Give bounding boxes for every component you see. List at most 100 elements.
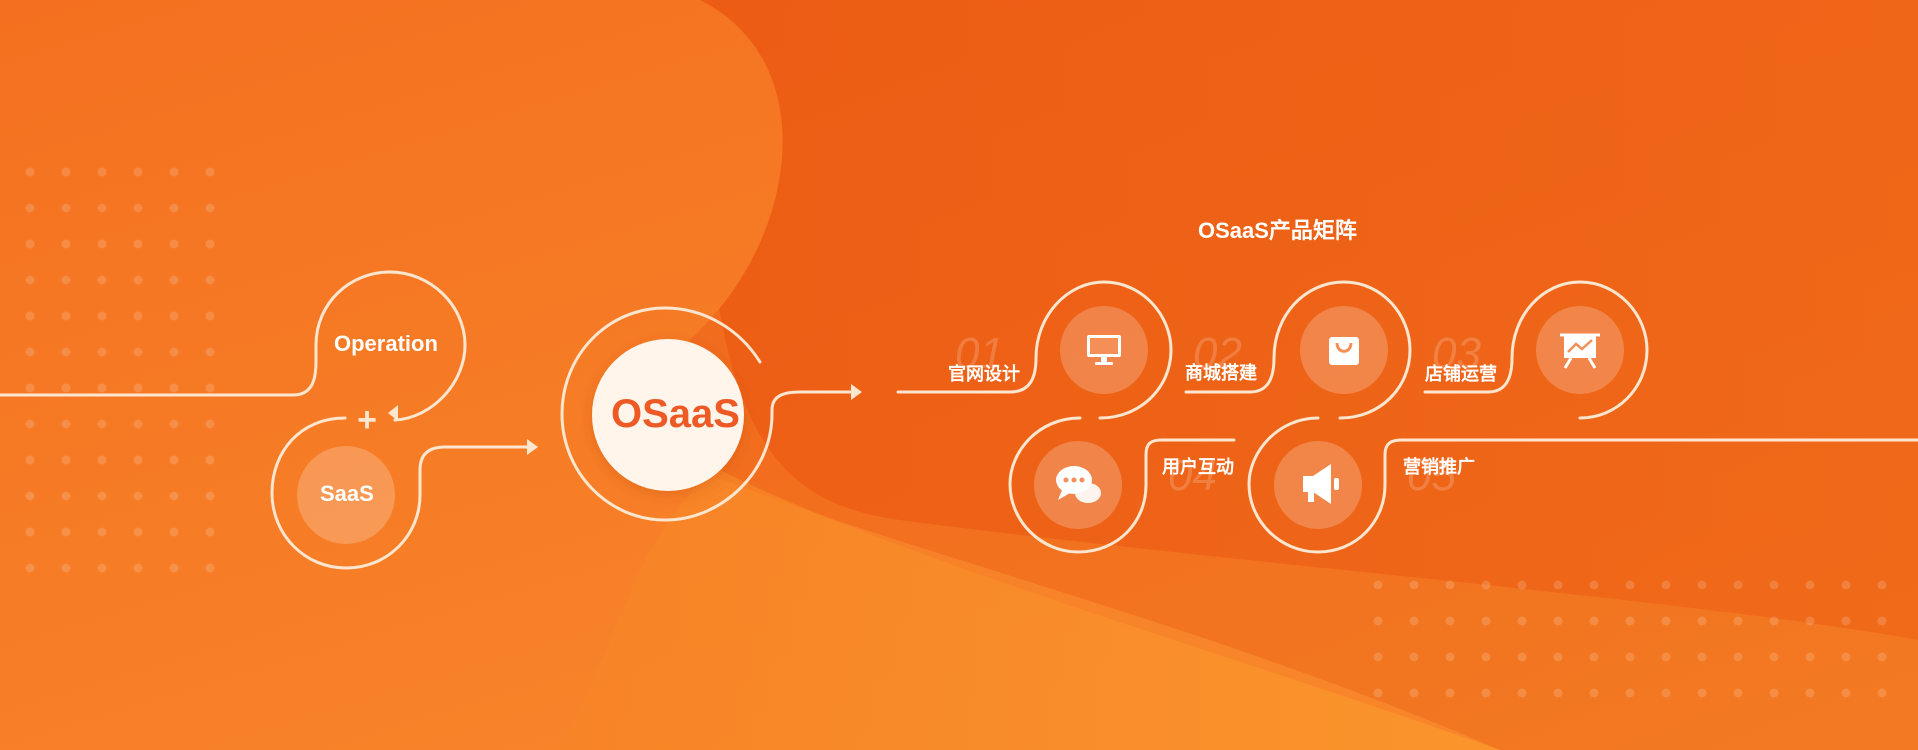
osaas-logo-text: OSaaS (611, 392, 740, 436)
dot (1373, 652, 1383, 662)
osaas-logo-circle (592, 339, 744, 491)
megaphone-icon (1303, 464, 1339, 504)
dot (61, 347, 71, 357)
dot (1481, 580, 1491, 590)
dot (133, 167, 143, 177)
dot (205, 275, 215, 285)
dot (1589, 580, 1599, 590)
dot (133, 275, 143, 285)
product-label-03[interactable]: 店铺运营 (1425, 364, 1497, 384)
dot (97, 527, 107, 537)
dot (133, 239, 143, 249)
product-label-01[interactable]: 官网设计 (948, 364, 1020, 384)
dot (1841, 652, 1851, 662)
dot (1373, 580, 1383, 590)
dot (205, 167, 215, 177)
dot (169, 419, 179, 429)
dot (1877, 616, 1887, 626)
dot (1661, 652, 1671, 662)
dot (133, 383, 143, 393)
dot (169, 383, 179, 393)
matrix-line-bottom1 (1008, 416, 1236, 554)
arrow-head-to-matrix (851, 384, 862, 400)
dot (1625, 580, 1635, 590)
dot (25, 347, 35, 357)
dot (1445, 652, 1455, 662)
bottom-blob (560, 470, 1500, 750)
product-number-05: 05 (1407, 451, 1456, 500)
dot (61, 383, 71, 393)
dot (205, 563, 215, 573)
dot (169, 239, 179, 249)
dot (1805, 616, 1815, 626)
dot (1733, 580, 1743, 590)
dot (133, 455, 143, 465)
product-label-04[interactable]: 用户互动 (1162, 457, 1234, 477)
dot (205, 527, 215, 537)
dot (1589, 616, 1599, 626)
dot (1841, 580, 1851, 590)
dot (25, 203, 35, 213)
monitor-icon (1087, 335, 1121, 365)
dot (61, 275, 71, 285)
dot (25, 563, 35, 573)
dot-grid-right (1373, 580, 1887, 698)
dot (61, 239, 71, 249)
product-number-03: 03 (1432, 329, 1481, 378)
dot (205, 455, 215, 465)
dot (133, 311, 143, 321)
product-number-01: 01 (955, 329, 1004, 378)
dot (1625, 688, 1635, 698)
dot (1769, 580, 1779, 590)
intro-line (0, 270, 467, 422)
dot (1517, 652, 1527, 662)
dot (1373, 688, 1383, 698)
dot (97, 419, 107, 429)
osaas-ring (560, 306, 852, 522)
dot (1733, 652, 1743, 662)
dot (1877, 688, 1887, 698)
product-label-05[interactable]: 营销推广 (1403, 457, 1475, 477)
dot (1445, 688, 1455, 698)
dot (1697, 688, 1707, 698)
dot (97, 167, 107, 177)
product-label-02[interactable]: 商城搭建 (1185, 363, 1257, 383)
dot (61, 527, 71, 537)
dot (205, 491, 215, 501)
dot (61, 455, 71, 465)
dot (1769, 616, 1779, 626)
matrix-line-mid2 (1423, 280, 1649, 420)
dot (169, 527, 179, 537)
matrix-line-top (896, 280, 1173, 420)
dot (205, 419, 215, 429)
dot (61, 419, 71, 429)
dot (1517, 688, 1527, 698)
dot (1841, 688, 1851, 698)
dot (1553, 616, 1563, 626)
matrix-title: OSaaS产品矩阵 (1198, 218, 1357, 243)
dot (169, 455, 179, 465)
dot (133, 563, 143, 573)
dot (1517, 580, 1527, 590)
dot (1877, 652, 1887, 662)
dot (1409, 580, 1419, 590)
dot (1697, 652, 1707, 662)
dot (1733, 688, 1743, 698)
dot (1481, 688, 1491, 698)
dot (25, 419, 35, 429)
dot (25, 239, 35, 249)
dot (169, 311, 179, 321)
dot (97, 203, 107, 213)
saas-label: SaaS (320, 481, 374, 506)
dot (1445, 616, 1455, 626)
dot (205, 383, 215, 393)
dot (169, 563, 179, 573)
plus-sign: + (357, 401, 377, 439)
dot (1805, 688, 1815, 698)
dot (133, 527, 143, 537)
dot (1697, 616, 1707, 626)
dot (205, 203, 215, 213)
dot (1553, 688, 1563, 698)
dot (1589, 688, 1599, 698)
dot (1769, 688, 1779, 698)
